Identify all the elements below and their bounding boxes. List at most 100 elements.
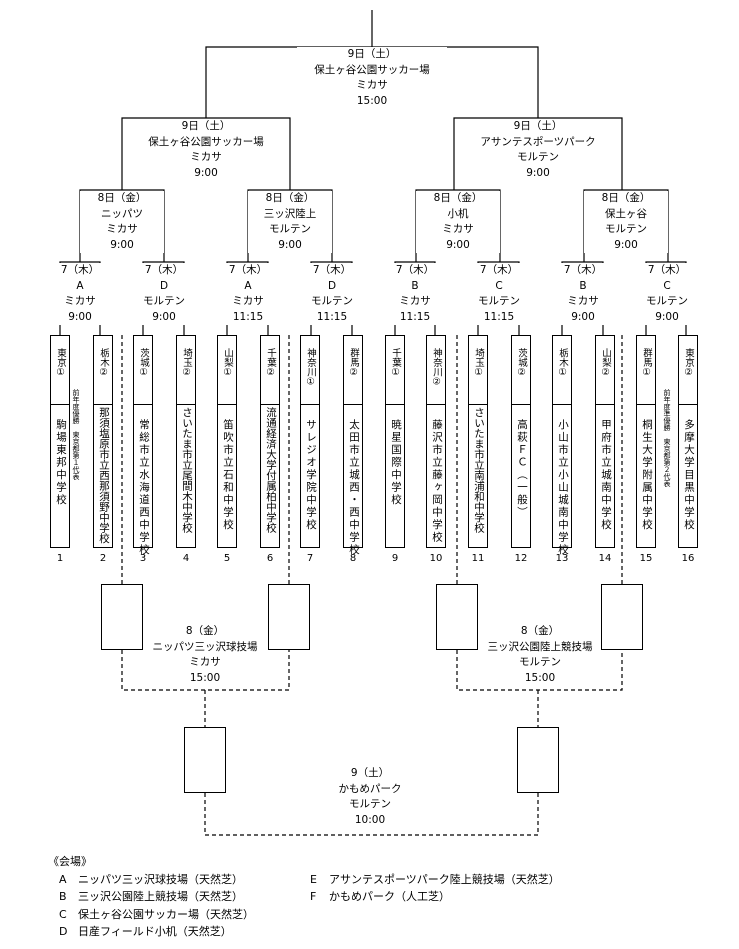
team-school-box: 小山市立小山城南中学校 xyxy=(552,404,572,557)
team-prefecture: 栃木② xyxy=(98,348,109,378)
legend-code: A xyxy=(59,873,67,886)
legend-name: 三ッ沢公園陸上競技場（天然芝） xyxy=(78,890,243,903)
team-school: 暁星国際中学校 xyxy=(390,419,402,507)
team-prefecture: 茨城② xyxy=(516,348,527,378)
match-referee: ミカサ xyxy=(232,295,264,307)
match-venue-code: D xyxy=(327,279,337,292)
team-number: 16 xyxy=(681,553,695,564)
match-date: 8（金） xyxy=(185,625,225,637)
match-time: 9:00 xyxy=(655,310,679,323)
team-prefecture-box: 千葉② xyxy=(260,335,280,405)
team-prefecture-box: 神奈川② xyxy=(426,335,446,405)
team-prefecture-box: 山梨① xyxy=(217,335,237,405)
match-date: 9（土） xyxy=(350,767,390,779)
team-school-box: さいたま市立尾間木中学校 xyxy=(176,404,196,548)
team-school: 小山市立小山城南中学校 xyxy=(557,419,569,557)
team-prefecture-box: 群馬① xyxy=(636,335,656,405)
match-referee: モルテン xyxy=(311,295,353,307)
match-venue: 三ッ沢公園陸上競技場 xyxy=(487,640,593,653)
match-venue-code: B xyxy=(411,279,419,292)
match-referee: ミカサ xyxy=(106,223,138,235)
team-number: 15 xyxy=(639,553,653,564)
first-round-match-info: 7（木） B ミカサ 9:00 xyxy=(557,263,609,325)
match-venue: 保土ヶ谷公園サッカー場 xyxy=(148,135,264,148)
final-time: 15:00 xyxy=(356,94,388,107)
team-school-box: サレジオ学院中学校 xyxy=(300,404,320,548)
team-school-box: 甲府市立城南中学校 xyxy=(595,404,615,548)
match-time: 9:00 xyxy=(614,238,638,251)
team-school-box: 流通経済大学付属柏中学校 xyxy=(260,404,280,548)
consolation-box xyxy=(601,584,643,650)
consolation-box xyxy=(184,727,226,793)
match-time: 9:00 xyxy=(526,166,550,179)
team-school: 常総市立水海道西中学校 xyxy=(138,419,150,557)
match-date: 7（木） xyxy=(228,264,268,276)
match-venue-code: C xyxy=(495,279,503,292)
match-referee: モルテン xyxy=(143,295,185,307)
team-prefecture: 山梨① xyxy=(222,348,233,378)
match-date: 8日（金） xyxy=(433,192,483,204)
consolation-match-info: 8（金） 三ッ沢公園陸上競技場 モルテン 15:00 xyxy=(470,624,610,686)
match-date: 9日（土） xyxy=(513,120,563,132)
legend-code: B xyxy=(59,890,67,903)
consolation-final-info: 9（土） かもめパーク モルテン 10:00 xyxy=(300,766,440,828)
team-prefecture: 埼玉② xyxy=(181,348,192,378)
team-school-box: 暁星国際中学校 xyxy=(385,404,405,548)
match-time: 9:00 xyxy=(194,166,218,179)
team-school: さいたま市立尾間木中学校 xyxy=(181,407,193,533)
team-school: サレジオ学院中学校 xyxy=(305,419,317,532)
team-number: 14 xyxy=(598,553,612,564)
team-prefecture-box: 群馬② xyxy=(343,335,363,405)
legend-item: B 三ッ沢公園陸上競技場（天然芝） xyxy=(59,888,243,906)
match-venue: 保土ヶ谷 xyxy=(605,207,647,220)
team-school: 駒場東邦中学校 xyxy=(55,419,67,507)
team-prefecture: 山梨② xyxy=(600,348,611,378)
match-date: 7（木） xyxy=(479,264,519,276)
team-school-box: 桐生大学附属中学校 xyxy=(636,404,656,548)
legend-name: かもめパーク（人工芝） xyxy=(329,890,450,903)
team-prefecture-box: 山梨② xyxy=(595,335,615,405)
legend-name: アサンテスポーツパーク陸上競技場（天然芝） xyxy=(329,873,560,886)
match-time: 15:00 xyxy=(189,671,221,684)
match-referee: モルテン xyxy=(517,151,559,163)
match-referee: ミカサ xyxy=(189,656,221,668)
quarterfinal-match-info: 8日（金） 小机 ミカサ 9:00 xyxy=(416,191,500,253)
team-school: 多摩大学目黒中学校 xyxy=(683,419,695,532)
match-date: 8（金） xyxy=(520,625,560,637)
match-referee: ミカサ xyxy=(64,295,96,307)
first-round-match-info: 7（木） D モルテン 9:00 xyxy=(138,263,190,325)
quarterfinal-match-info: 8日（金） 三ッ沢陸上 モルテン 9:00 xyxy=(248,191,332,253)
consolation-box xyxy=(268,584,310,650)
team-school-box: 駒場東邦中学校 xyxy=(50,404,70,548)
team-prefecture-box: 東京① xyxy=(50,335,70,405)
consolation-box xyxy=(101,584,143,650)
legend-name: ニッパツ三ッ沢球技場（天然芝） xyxy=(78,873,243,886)
first-round-match-info: 7（木） C モルテン 9:00 xyxy=(641,263,693,325)
match-venue: アサンテスポーツパーク xyxy=(480,135,596,148)
team-number: 9 xyxy=(391,553,399,564)
team-number: 2 xyxy=(99,553,107,564)
match-time: 11:15 xyxy=(232,310,264,323)
team-school: 太田市立城西・西中学校 xyxy=(348,419,360,557)
team-school: 高萩ＦＣ（一般） xyxy=(516,419,528,519)
match-referee: ミカサ xyxy=(399,295,431,307)
team-number: 7 xyxy=(306,553,314,564)
team-school: 那須塩原市立西那須野中学校 xyxy=(98,407,110,544)
team-prefecture: 群馬② xyxy=(348,348,359,378)
first-round-match-info: 7（木） A ミカサ 9:00 xyxy=(55,263,105,325)
match-time: 9:00 xyxy=(110,238,134,251)
team-prefecture-box: 千葉① xyxy=(385,335,405,405)
match-venue-code: A xyxy=(76,279,84,292)
match-time: 9:00 xyxy=(571,310,595,323)
quarterfinal-match-info: 8日（金） ニッパツ ミカサ 9:00 xyxy=(80,191,164,253)
team-number: 11 xyxy=(471,553,485,564)
team-school-box: 太田市立城西・西中学校 xyxy=(343,404,363,557)
team-prefecture-box: 茨城① xyxy=(133,335,153,405)
match-referee: モルテン xyxy=(478,295,520,307)
match-venue-code: C xyxy=(663,279,671,292)
match-date: 8日（金） xyxy=(265,192,315,204)
